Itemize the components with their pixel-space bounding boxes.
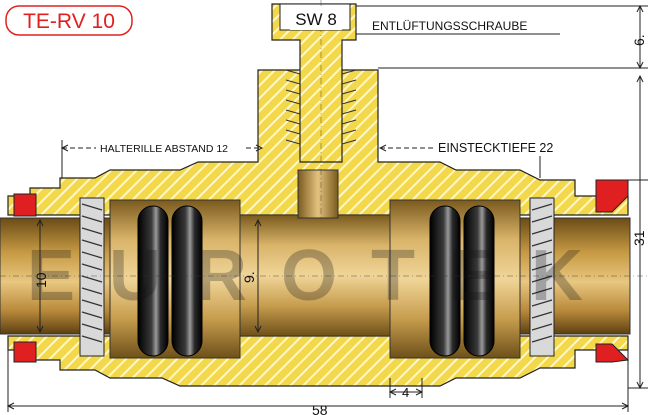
dimension-height: 31 [631, 230, 647, 246]
vent-screw-label: ENTLÜFTUNGSSCHRAUBE [372, 19, 527, 33]
retainer-ring-right [529, 197, 555, 357]
dimension-pipe-diameter: 10 [33, 272, 49, 288]
screw-threads [285, 69, 357, 145]
red-seals [13, 179, 630, 363]
dimension-shoulder: 4 [402, 385, 409, 400]
screw-size-label: SW 8 [295, 10, 337, 29]
dimension-total-length: 58 [312, 402, 328, 415]
title-text: TE-RV 10 [23, 10, 115, 33]
dimension-screw-height: 6. [631, 34, 647, 46]
retainer-ring-left [79, 197, 105, 357]
centerlines [0, 0, 650, 277]
dimension-lines [6, 4, 648, 412]
title-badge: TE-RV 10 [5, 5, 133, 36]
insertion-depth-label: EINSTECKTIEFE 22 [438, 141, 553, 155]
watermark-text: EUROTEK [27, 236, 617, 316]
retainer-spacing-label: HALTERILLE ABSTAND 12 [100, 143, 228, 155]
o-rings [137, 205, 495, 357]
dimension-inner-diameter: 9. [241, 271, 257, 283]
